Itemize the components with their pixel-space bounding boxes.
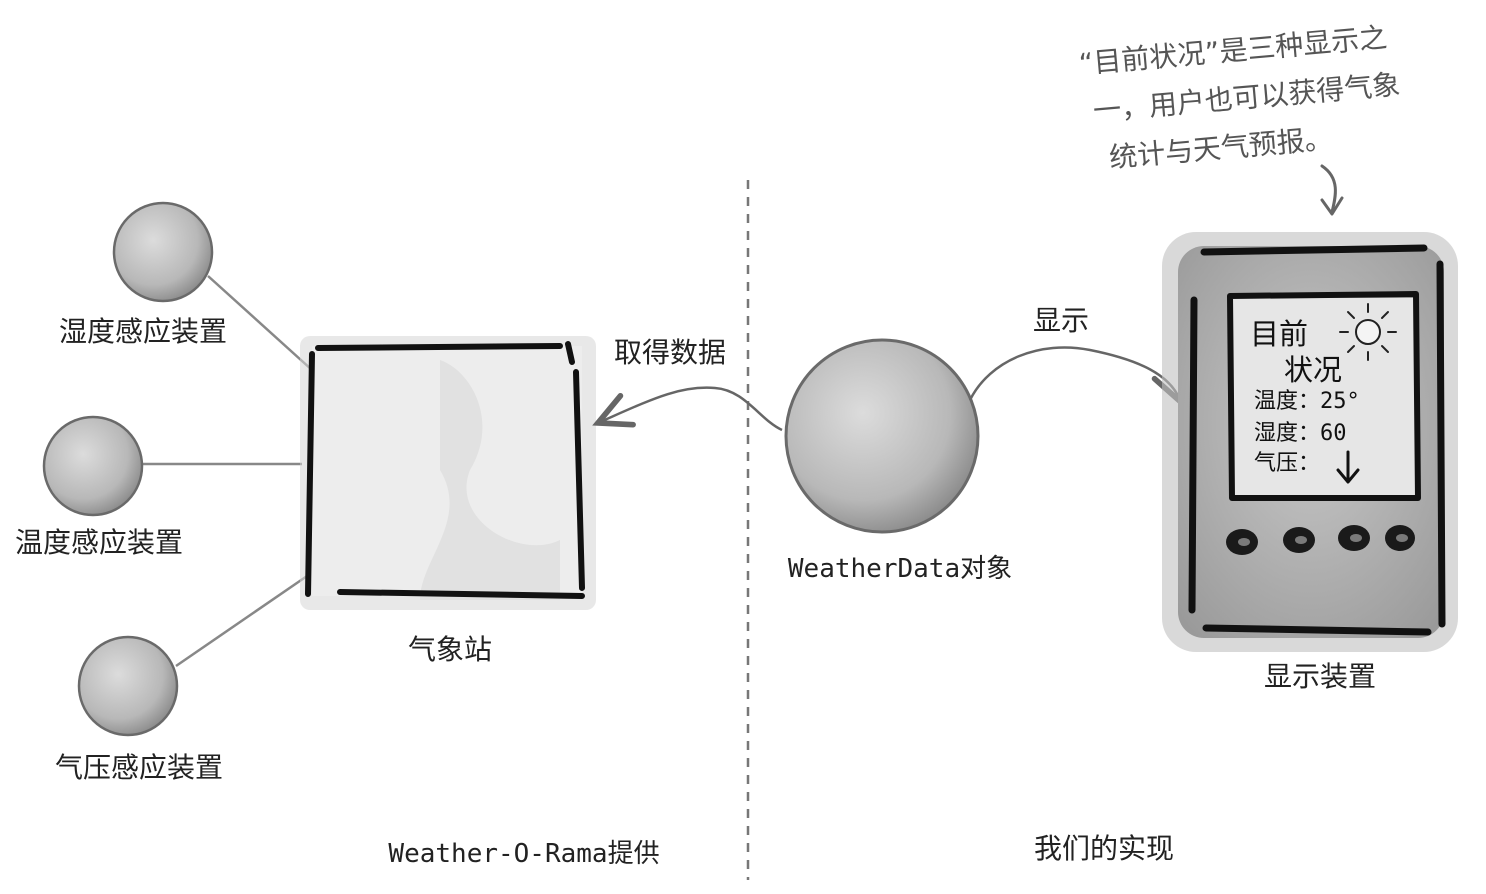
temperature-sensor: 温度感应装置: [15, 415, 183, 559]
device-button-2[interactable]: [1283, 527, 1315, 553]
temperature-sensor-label: 温度感应装置: [15, 526, 183, 559]
note-pointer-arrow: [1320, 164, 1337, 214]
humidity-sensor-line: [207, 275, 313, 371]
note-line1: “目前状况”是三种显示之: [1078, 21, 1389, 81]
display-device: 目前 状况 温度：25° 湿度：60 气压：: [1162, 232, 1458, 693]
note-line2: 一，用户也可以获得气象: [1092, 68, 1402, 128]
device-button-1[interactable]: [1226, 529, 1258, 555]
get-data-label: 取得数据: [614, 336, 726, 369]
sun-icon: [1339, 303, 1397, 361]
device-button-4[interactable]: [1385, 525, 1415, 551]
screen-humidity: 湿度：60: [1254, 421, 1347, 446]
device-button-3[interactable]: [1338, 525, 1370, 551]
arrow-down-icon: [1336, 450, 1360, 484]
screen-title-line1: 目前: [1250, 317, 1308, 351]
weather-station: 气象站: [300, 336, 596, 666]
display-device-label: 显示装置: [1264, 660, 1376, 693]
humidity-sensor: 湿度感应装置: [59, 201, 227, 348]
weather-data-label: WeatherData对象: [788, 554, 1012, 584]
pressure-sensor-line: [175, 572, 311, 668]
section-left-label: Weather-O-Rama提供: [388, 839, 659, 869]
note-pointer-arrowhead: [1320, 196, 1344, 216]
section-right-label: 我们的实现: [1034, 832, 1174, 865]
humidity-sensor-label: 湿度感应装置: [59, 315, 227, 348]
screen-pressure: 气压：: [1254, 451, 1320, 476]
display-arrow: 显示: [968, 304, 1187, 408]
weather-data-object: WeatherData对象: [784, 338, 1012, 584]
weather-station-label: 气象站: [408, 633, 492, 666]
pressure-sensor-label: 气压感应装置: [55, 751, 223, 784]
screen-temperature: 温度：25°: [1254, 389, 1360, 414]
display-screen: 目前 状况 温度：25° 湿度：60 气压：: [1227, 291, 1421, 501]
display-label: 显示: [1033, 304, 1089, 337]
pressure-sensor: 气压感应装置: [55, 635, 223, 784]
note-line3: 统计与天气预报。: [1108, 122, 1334, 174]
get-data-arrow: 取得数据: [592, 336, 783, 432]
screen-title-line2: 状况: [1284, 353, 1342, 387]
annotation-note: “目前状况”是三种显示之 一，用户也可以获得气象 统计与天气预报。: [1078, 21, 1402, 175]
